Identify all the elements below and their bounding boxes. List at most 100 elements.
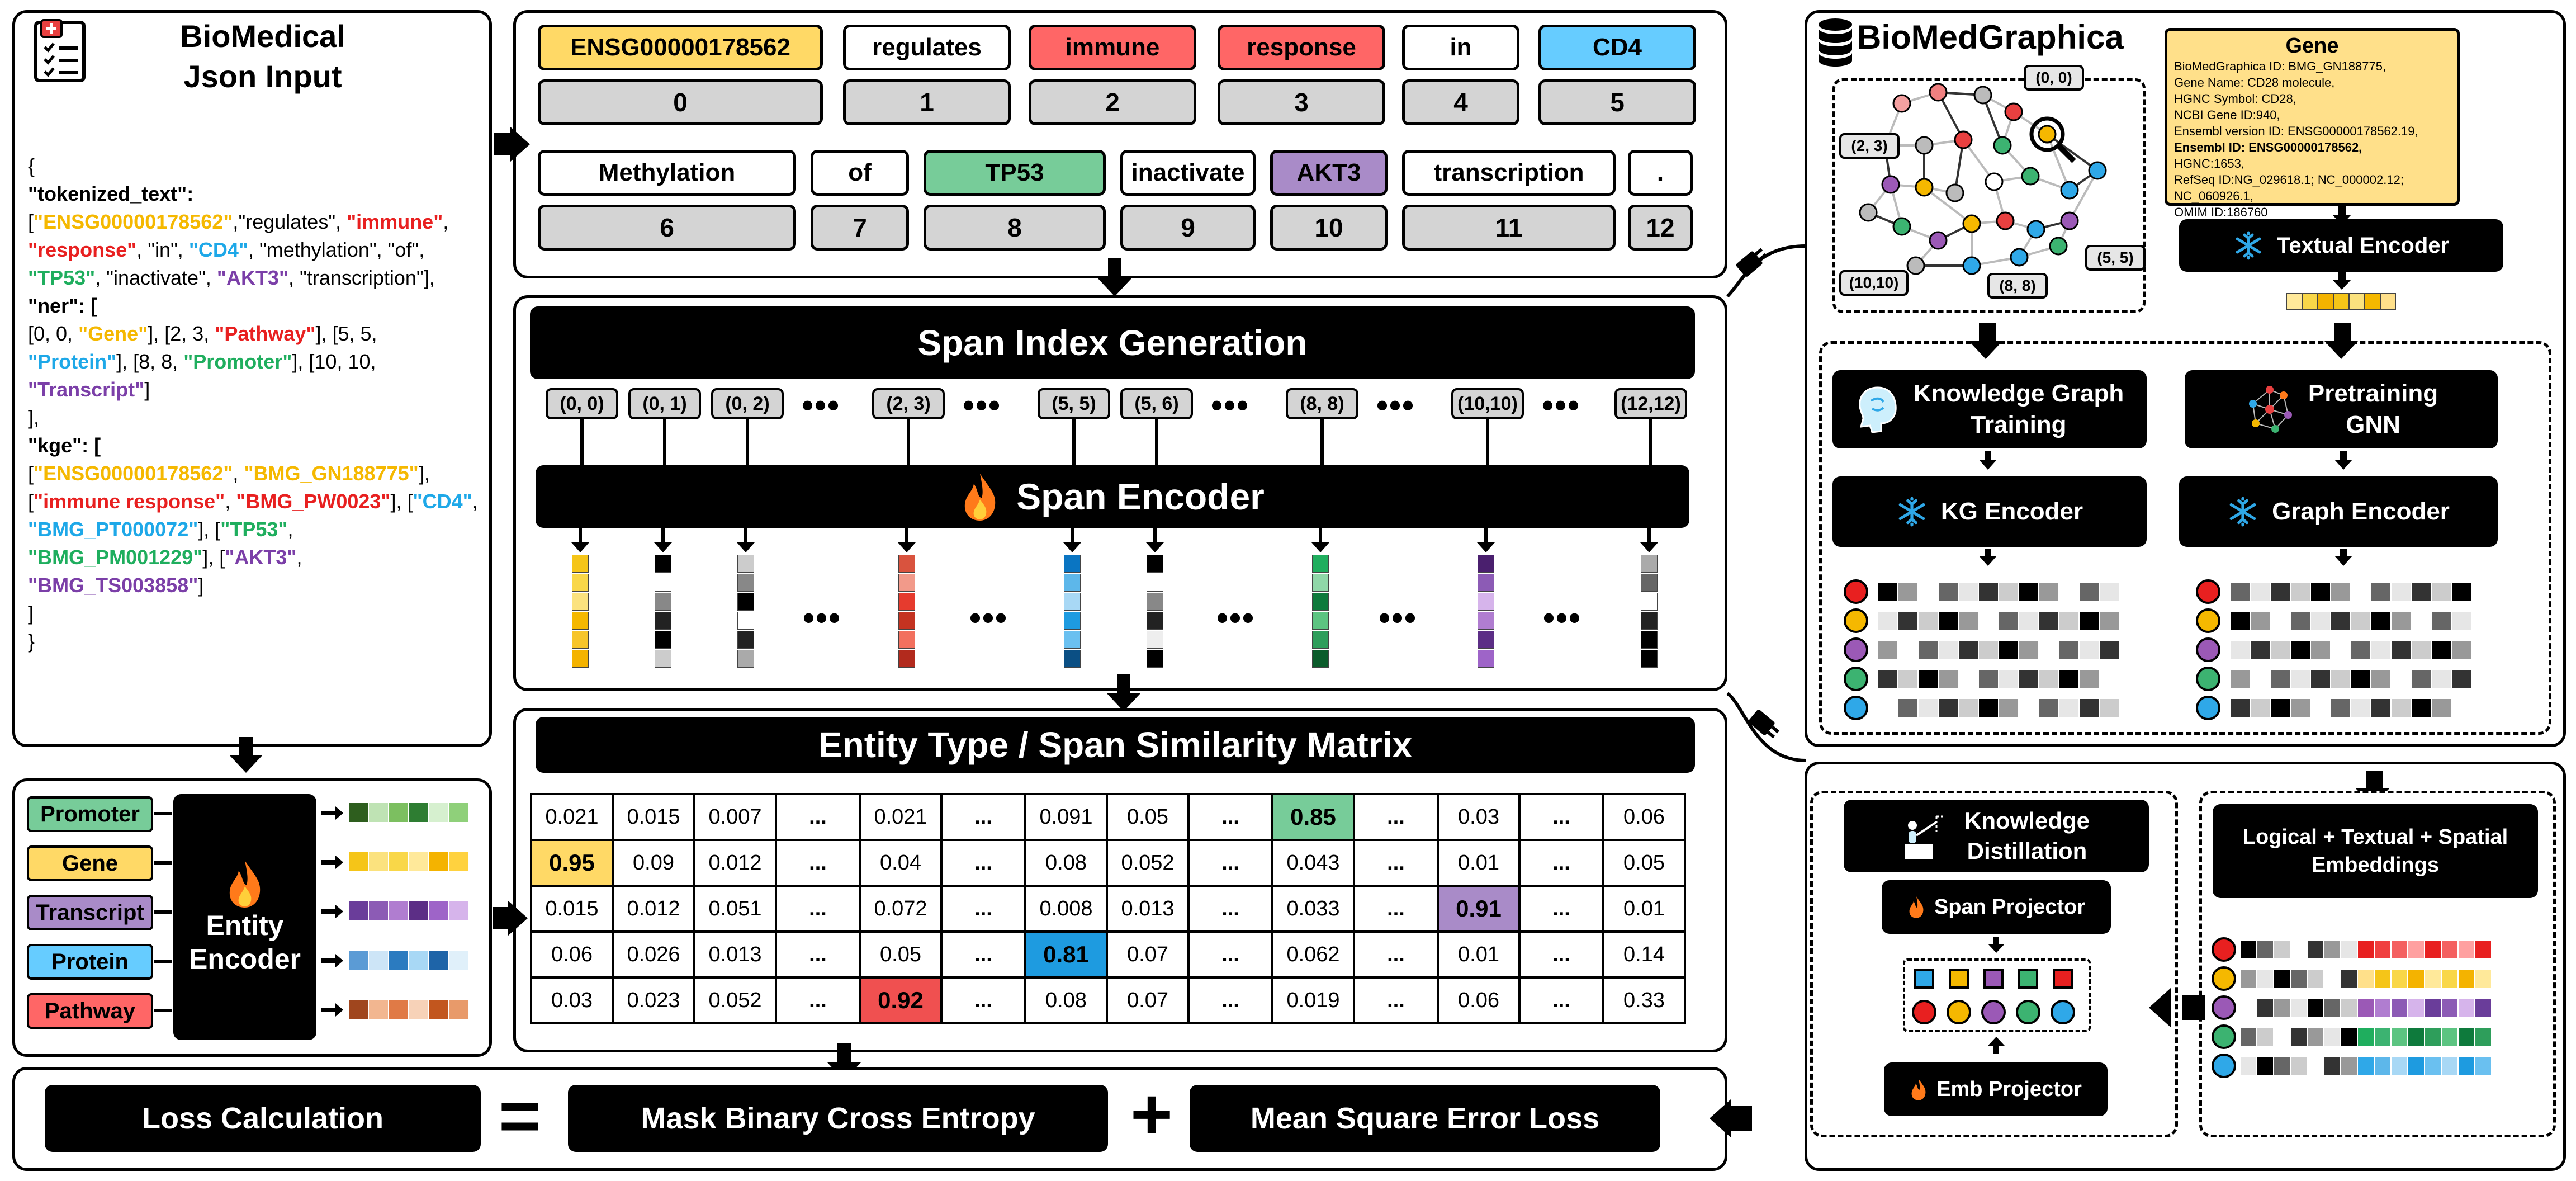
span-embedding-cell xyxy=(737,555,754,573)
projected-entity xyxy=(1947,1000,1971,1024)
graph-node xyxy=(1996,211,2015,230)
matrix-cell: 0.06 xyxy=(530,930,614,979)
arrow-ep-head xyxy=(1988,1037,2005,1046)
span-embedding-cell xyxy=(1641,574,1658,592)
span-embedding-cell xyxy=(898,631,915,649)
json-entity-text: "immune response" xyxy=(34,490,225,513)
gene-card: Gene BioMedGraphica ID: BMG_GN188775,Gen… xyxy=(2165,28,2460,219)
matrix-cell: 0.91 xyxy=(1437,885,1521,933)
json-ner-close: ], xyxy=(28,406,40,429)
matrix-cell: 0.033 xyxy=(1271,885,1355,933)
kg-embedding-cell xyxy=(1999,641,2018,659)
encoder-arrow xyxy=(905,528,908,545)
matrix-cell: 0.85 xyxy=(1271,793,1355,841)
entity-embedding-cell xyxy=(369,951,388,970)
entity-embedding-cell xyxy=(369,1000,388,1019)
matrix-cell: 0.012 xyxy=(693,839,777,887)
matrix-cell: 0.091 xyxy=(1024,793,1108,841)
span-embedding-cell xyxy=(655,650,671,668)
entity-embedding-cell xyxy=(429,951,448,970)
kg-embedding-cell xyxy=(1999,583,2018,601)
arrow-head-right xyxy=(335,905,343,918)
node-label: (5, 5) xyxy=(2097,249,2133,266)
knowledge-distillation-label: Knowledge Distillation xyxy=(1964,807,2090,864)
token-3: response xyxy=(1218,25,1385,70)
kg-embedding-cell xyxy=(2080,612,2099,630)
json-entity-text: "Protein" xyxy=(28,350,117,373)
entity-embedding-cell xyxy=(409,901,428,920)
entity-embedding-cell xyxy=(389,852,408,871)
matrix-cell: 0.33 xyxy=(1602,976,1686,1024)
entity-embedding-cell xyxy=(449,803,468,822)
graph-node xyxy=(1881,175,1900,194)
kg-embedding-cell xyxy=(2311,612,2330,630)
span-embedding-cell xyxy=(1147,593,1163,611)
kg-embedding-cell xyxy=(2271,612,2290,630)
entity-embedding-cell xyxy=(449,1000,468,1019)
entity-embedding-cell xyxy=(409,951,428,970)
json-text: ], [ xyxy=(198,518,221,541)
arrow-matrix-to-loss xyxy=(837,1043,851,1062)
textual-encoder-label: Textual Encoder xyxy=(2276,233,2450,258)
span-label: (10,10) xyxy=(1451,388,1524,419)
pretraining-gnn: Pretraining GNN xyxy=(2185,370,2498,448)
kg-embedding-cell xyxy=(2311,641,2330,659)
span-encoder-block: Span Encoder xyxy=(536,465,1689,528)
entity-type-pathway: Pathway xyxy=(27,993,153,1029)
span-embedding-cell xyxy=(1312,574,1329,592)
lts-embedding-cell xyxy=(2358,1057,2374,1075)
json-text: , xyxy=(225,490,236,513)
span-label: (2, 3) xyxy=(872,388,945,419)
kg-training-label: Knowledge Graph Training xyxy=(1913,380,2124,438)
matrix-cell: ... xyxy=(1353,839,1439,887)
lts-embedding-cell xyxy=(2375,999,2390,1017)
json-text: , xyxy=(288,266,300,289)
token-index: 10 xyxy=(1270,205,1388,251)
graph-edge xyxy=(1923,186,1973,225)
kg-embedding-cell xyxy=(2412,612,2431,630)
kg-embedding-cell xyxy=(1919,641,1938,659)
json-entity-text: "BMG_TS003858" xyxy=(28,574,198,597)
entity-marker xyxy=(2196,579,2220,604)
matrix-cell: 0.05 xyxy=(1602,839,1686,887)
matrix-cell: 0.01 xyxy=(1602,885,1686,933)
arrow-span-to-matrix xyxy=(1117,674,1130,697)
lts-embedding-cell xyxy=(2274,1057,2290,1075)
json-entity-text: "response" xyxy=(28,238,137,261)
matrix-cell: 0.062 xyxy=(1271,930,1355,979)
arrow-head-left xyxy=(2149,988,2171,1028)
kg-embedding-cell xyxy=(2351,612,2370,630)
entity-embedding-cell xyxy=(349,901,368,920)
arrow-gene-to-text xyxy=(2338,206,2346,216)
kg-embedding-cell xyxy=(1939,641,1958,659)
kg-embedding-cell xyxy=(2392,583,2411,601)
lts-embedding-cell xyxy=(2475,1057,2491,1075)
kg-embedding-cell xyxy=(1898,612,1917,630)
arrow-head-right xyxy=(508,900,528,936)
matrix-cell: 0.08 xyxy=(1024,976,1108,1024)
kg-embedding-cell xyxy=(2371,612,2390,630)
kg-embedding-cell xyxy=(2291,670,2310,688)
lts-embedding-cell xyxy=(2408,941,2424,958)
graph-node xyxy=(2010,248,2029,267)
text-embedding-cell xyxy=(2365,293,2380,310)
span-label: (8, 8) xyxy=(1286,388,1358,419)
kg-embedding-cell xyxy=(2019,699,2038,717)
kg-embedding-cell xyxy=(2059,641,2078,659)
span-ellipsis: ••• xyxy=(1376,386,1415,424)
matrix-cell: ... xyxy=(1518,976,1604,1024)
kg-embedding-cell xyxy=(2392,699,2411,717)
lts-embedding-cell xyxy=(2291,970,2307,988)
textual-encoder: Textual Encoder xyxy=(2179,219,2503,272)
lts-embedding-cell xyxy=(2341,999,2357,1017)
json-text: , xyxy=(472,490,484,513)
json-text: , xyxy=(95,266,107,289)
json-text: , xyxy=(443,210,454,233)
token-7: of xyxy=(811,150,909,196)
matrix-cell: ... xyxy=(940,839,1026,887)
graph-node xyxy=(1985,172,2004,191)
span-embedding-cell xyxy=(1312,631,1329,649)
node-label-box xyxy=(1839,270,1909,296)
json-entity-text: "CD4" xyxy=(413,490,472,513)
kg-embedding-cell xyxy=(2432,641,2451,659)
